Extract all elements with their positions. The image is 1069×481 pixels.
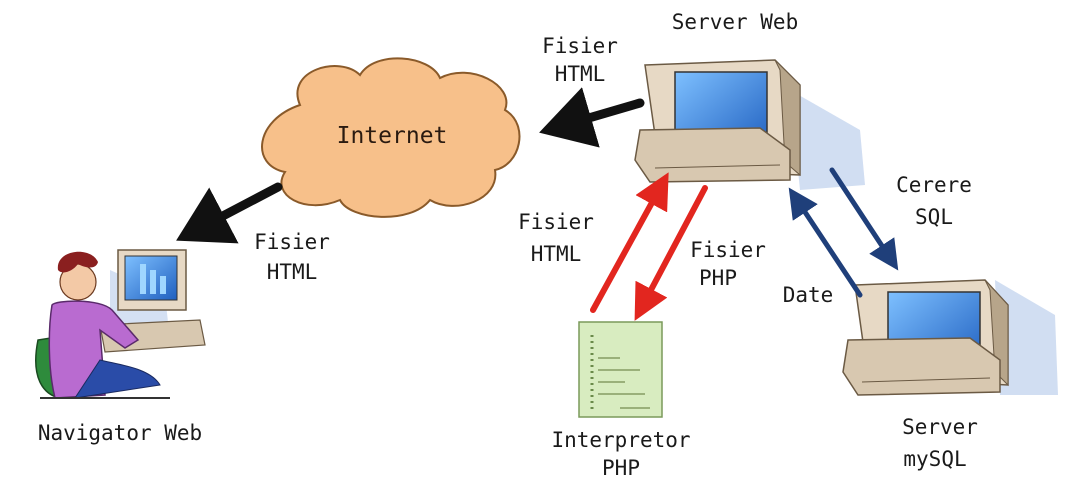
edge-server-internet-label-line1: Fisier (542, 34, 618, 58)
server-mysql-label-line1: Server (902, 415, 978, 439)
navigator-web-label: Navigator Web (37, 421, 203, 445)
edge-server-mysql-label-line2: SQL (915, 205, 953, 229)
edge-server-interpretor-label-line1: Fisier (690, 238, 766, 262)
navigator-web-user-icon (35, 249, 206, 399)
interpretor-php-label-line1: Interpretor (551, 428, 691, 452)
edge-server-interpretor-label-line2: PHP (699, 266, 737, 290)
arrow-mysql-to-server (788, 187, 863, 298)
arrow-internet-to-navigator (176, 182, 283, 244)
edge-interpretor-server-label-line1: Fisier (518, 210, 594, 234)
server-web-computer-icon (634, 59, 865, 190)
arrow-server-to-internet (539, 87, 645, 148)
server-web-label: Server Web (671, 10, 799, 34)
arrow-server-to-mysql (829, 167, 899, 271)
php-interpreter-document-icon (578, 321, 663, 418)
internet-label: Internet (336, 123, 448, 149)
interpretor-php-label-line2: PHP (602, 456, 640, 480)
edge-internet-navigator-label-line2: HTML (266, 260, 318, 284)
edge-internet-navigator-label-line1: Fisier (254, 230, 330, 254)
edge-interpretor-server-label-line2: HTML (530, 242, 582, 266)
edge-server-internet-label-line2: HTML (554, 62, 606, 86)
server-mysql-label-line2: mySQL (903, 447, 967, 471)
arrow-interpretor-to-server (590, 172, 669, 313)
server-mysql-computer-icon (842, 279, 1058, 396)
edge-mysql-server-label: Date (782, 283, 834, 307)
arrow-server-to-interpretor (634, 185, 708, 321)
edge-server-mysql-label-line1: Cerere (896, 173, 972, 197)
